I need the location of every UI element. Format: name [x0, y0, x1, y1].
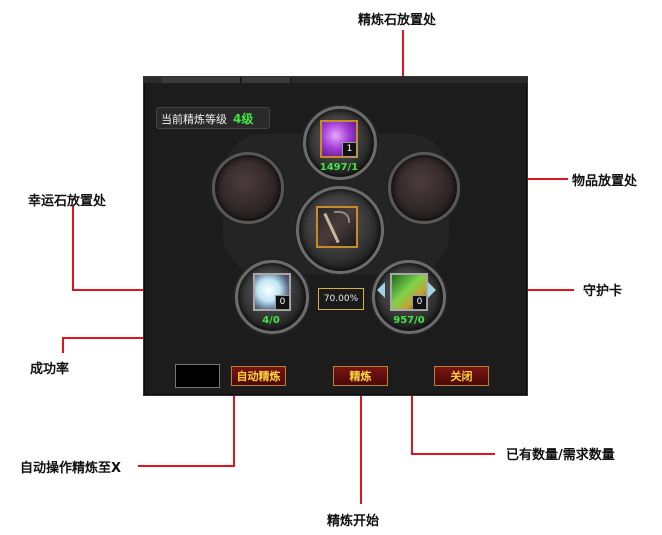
refine-stone-slot[interactable]: 1: [320, 120, 358, 158]
callout-line: [360, 392, 362, 504]
callout-refine-stone: 精炼石放置处: [358, 13, 437, 28]
auto-refine-button[interactable]: 自动精炼: [231, 366, 286, 386]
guard-card-slot[interactable]: 0: [390, 273, 428, 311]
callout-line: [411, 453, 495, 455]
lucky-stone-count: 4/0: [262, 315, 280, 326]
item-slot[interactable]: [316, 206, 358, 248]
callout-line: [72, 206, 74, 290]
weapon-blade-icon: [334, 211, 350, 223]
refine-button[interactable]: 精炼: [333, 366, 388, 386]
lucky-stone-badge: 0: [275, 295, 290, 310]
panel-tab[interactable]: [242, 77, 291, 83]
arrow-left-icon: [377, 282, 385, 298]
lucky-stone-slot[interactable]: 0: [253, 273, 291, 311]
refine-level-label: 当前精炼等级: [161, 113, 227, 126]
callout-refine-start: 精炼开始: [327, 514, 380, 529]
refine-level-box: 当前精炼等级 4级: [156, 107, 270, 129]
close-button[interactable]: 关闭: [434, 366, 489, 386]
refine-stone-count: 1497/1: [319, 162, 359, 173]
callout-line: [62, 337, 64, 353]
callout-guard-card: 守护卡: [583, 284, 623, 299]
success-rate: 70.00%: [318, 288, 364, 310]
refine-level-value: 4级: [233, 112, 254, 126]
callout-line: [138, 465, 235, 467]
callout-line: [233, 392, 235, 466]
locked-slot-left: [212, 152, 284, 224]
refine-stone-badge: 1: [342, 142, 357, 157]
callout-owned-required: 已有数量/需求数量: [506, 448, 615, 463]
callout-item-slot: 物品放置处: [572, 174, 638, 189]
panel-tab[interactable]: [162, 77, 241, 83]
callout-success-rate: 成功率: [30, 362, 70, 377]
arrow-right-icon: [428, 282, 436, 298]
callout-auto-refine: 自动操作精炼至X: [20, 461, 122, 476]
guard-card-badge: 0: [412, 295, 427, 310]
auto-refine-target-input[interactable]: [175, 364, 220, 388]
callout-lucky-stone: 幸运石放置处: [28, 194, 107, 209]
locked-slot-right: [388, 152, 460, 224]
guard-card-count: 957/0: [393, 315, 425, 326]
panel-tab-bar: [144, 77, 527, 83]
item-circle: [296, 186, 384, 274]
